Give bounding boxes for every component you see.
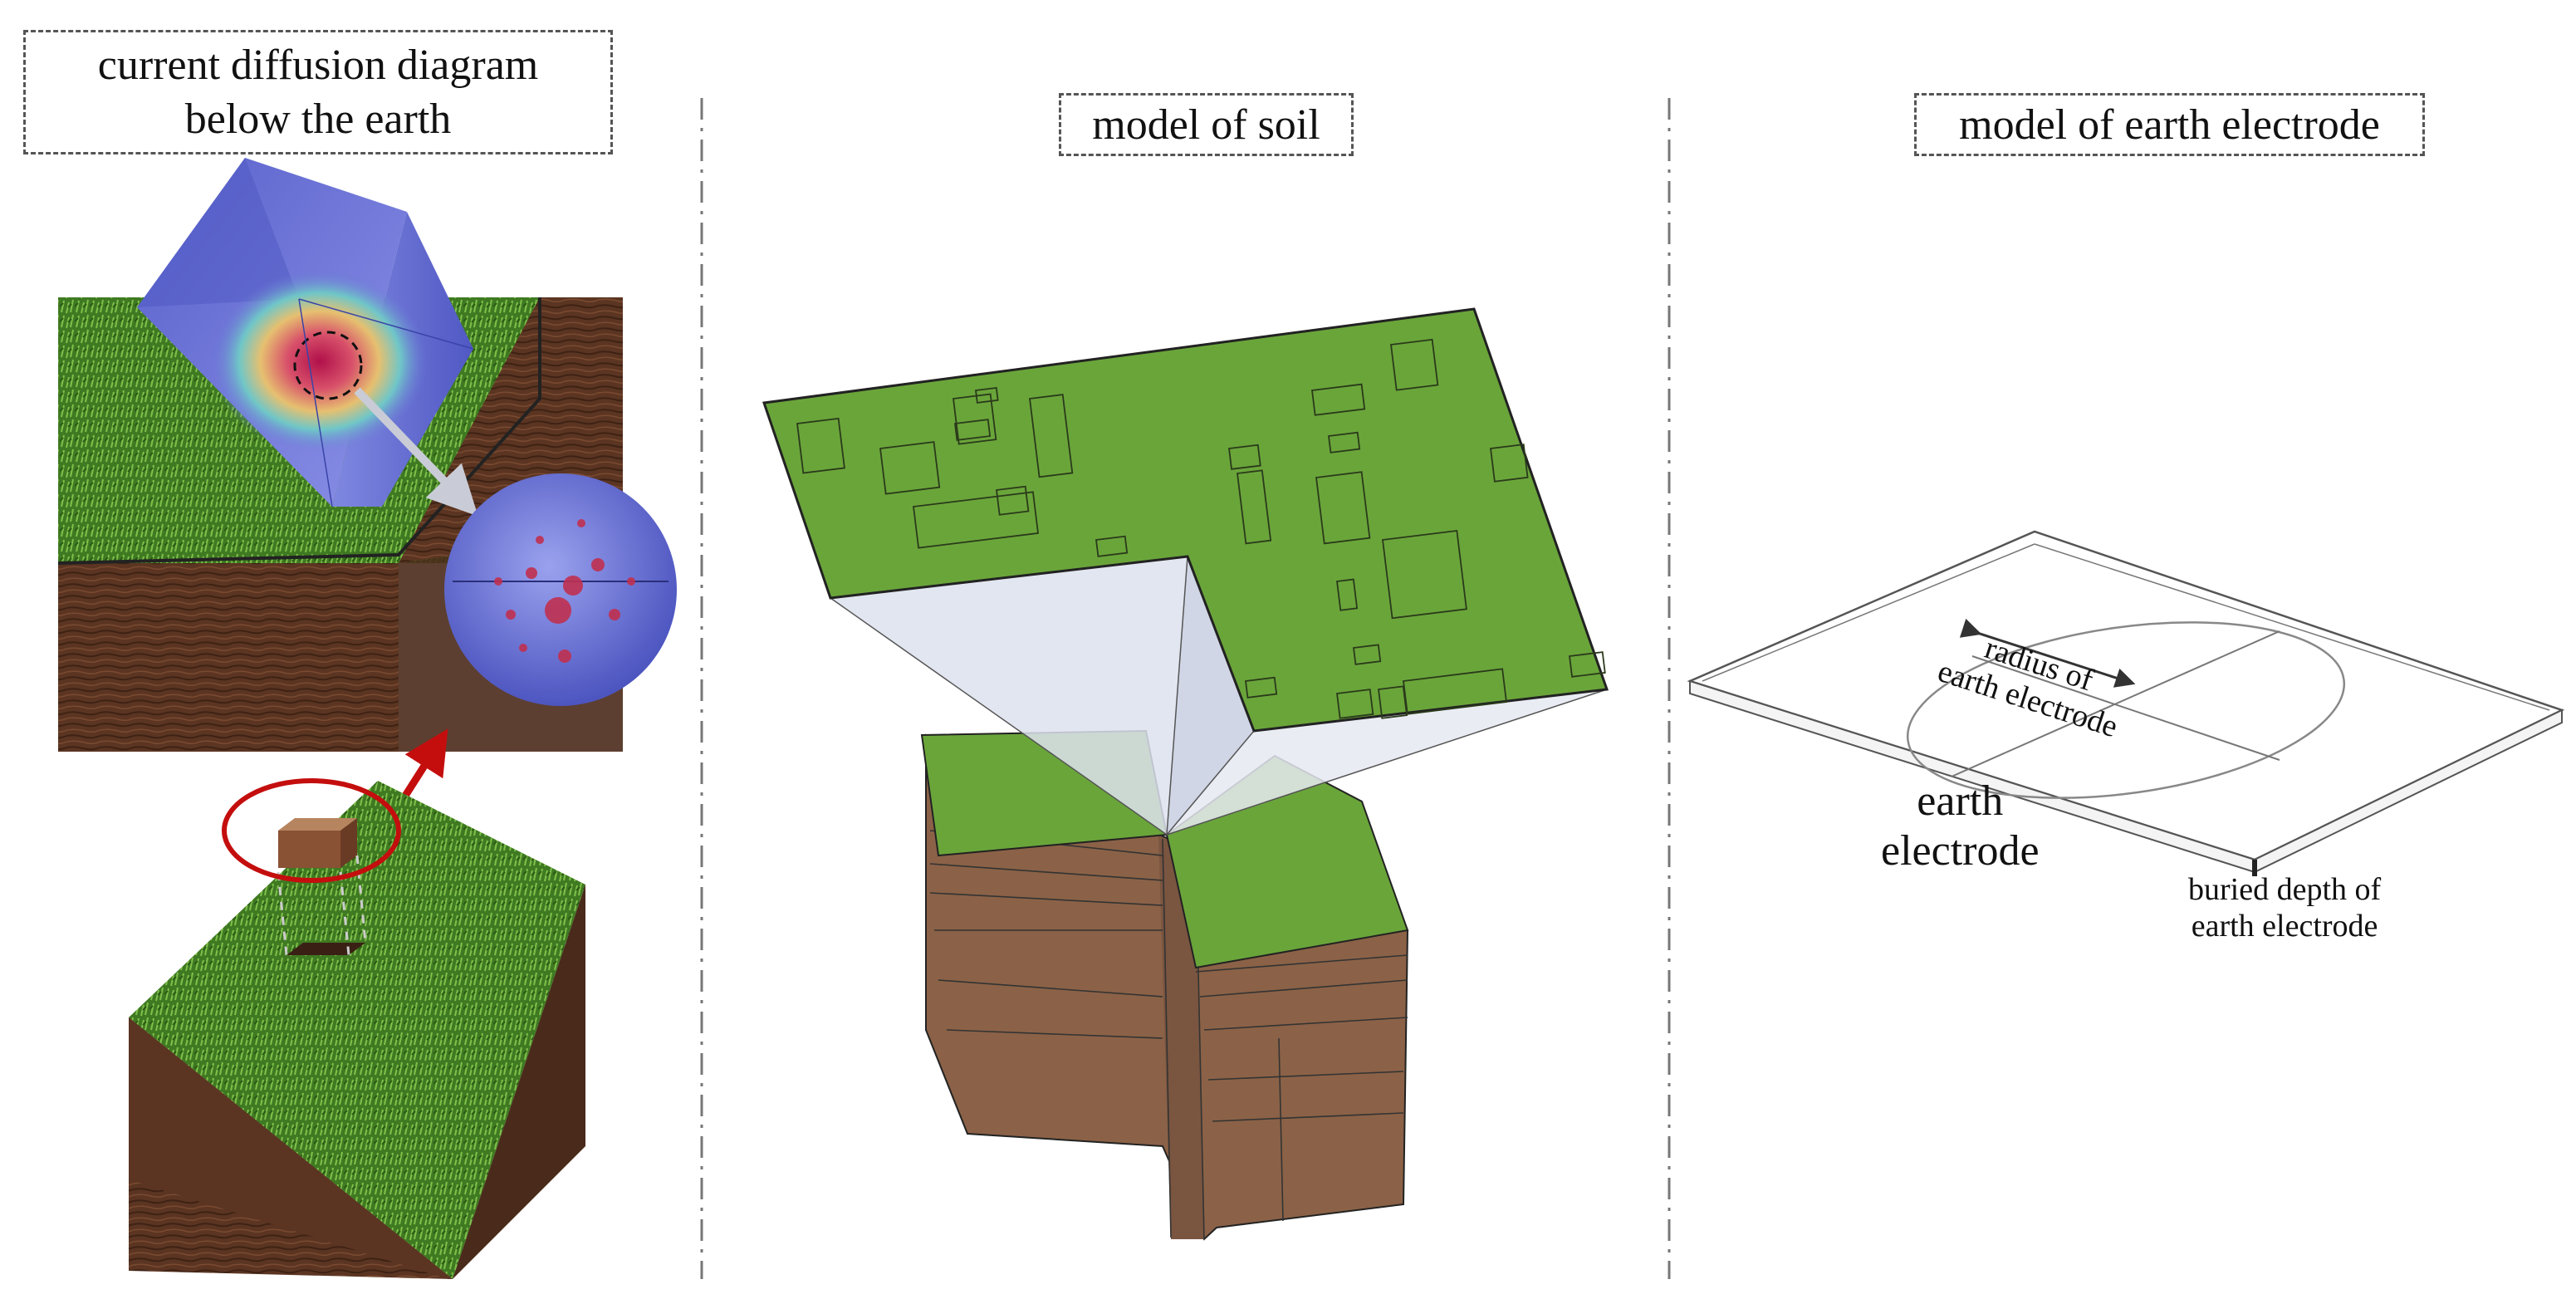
buried-depth-label-line-2: earth electrode (2191, 908, 2378, 944)
panel-title-diffusion-text: current diffusion diagram below the eart… (97, 42, 539, 143)
soil-model (762, 307, 1609, 1241)
panel-title-soil-text: model of soil (1092, 100, 1320, 149)
electrode-label-line-2: electrode (1881, 826, 2040, 875)
panel-title-soil: model of soil (1059, 93, 1354, 156)
electrode-label: earth electrode (1881, 777, 2040, 876)
panel-title-electrode-text: model of earth electrode (1959, 100, 2380, 149)
electrode-model (1687, 530, 2565, 876)
diffusion-illustration (57, 158, 677, 1279)
electrode-label-line-1: earth (1917, 777, 2004, 825)
buried-depth-label: buried depth of earth electrode (2188, 872, 2381, 944)
panel-title-diffusion: current diffusion diagram below the eart… (23, 30, 613, 154)
buried-depth-label-line-1: buried depth of (2188, 872, 2382, 907)
panel-title-electrode: model of earth electrode (1914, 93, 2425, 156)
